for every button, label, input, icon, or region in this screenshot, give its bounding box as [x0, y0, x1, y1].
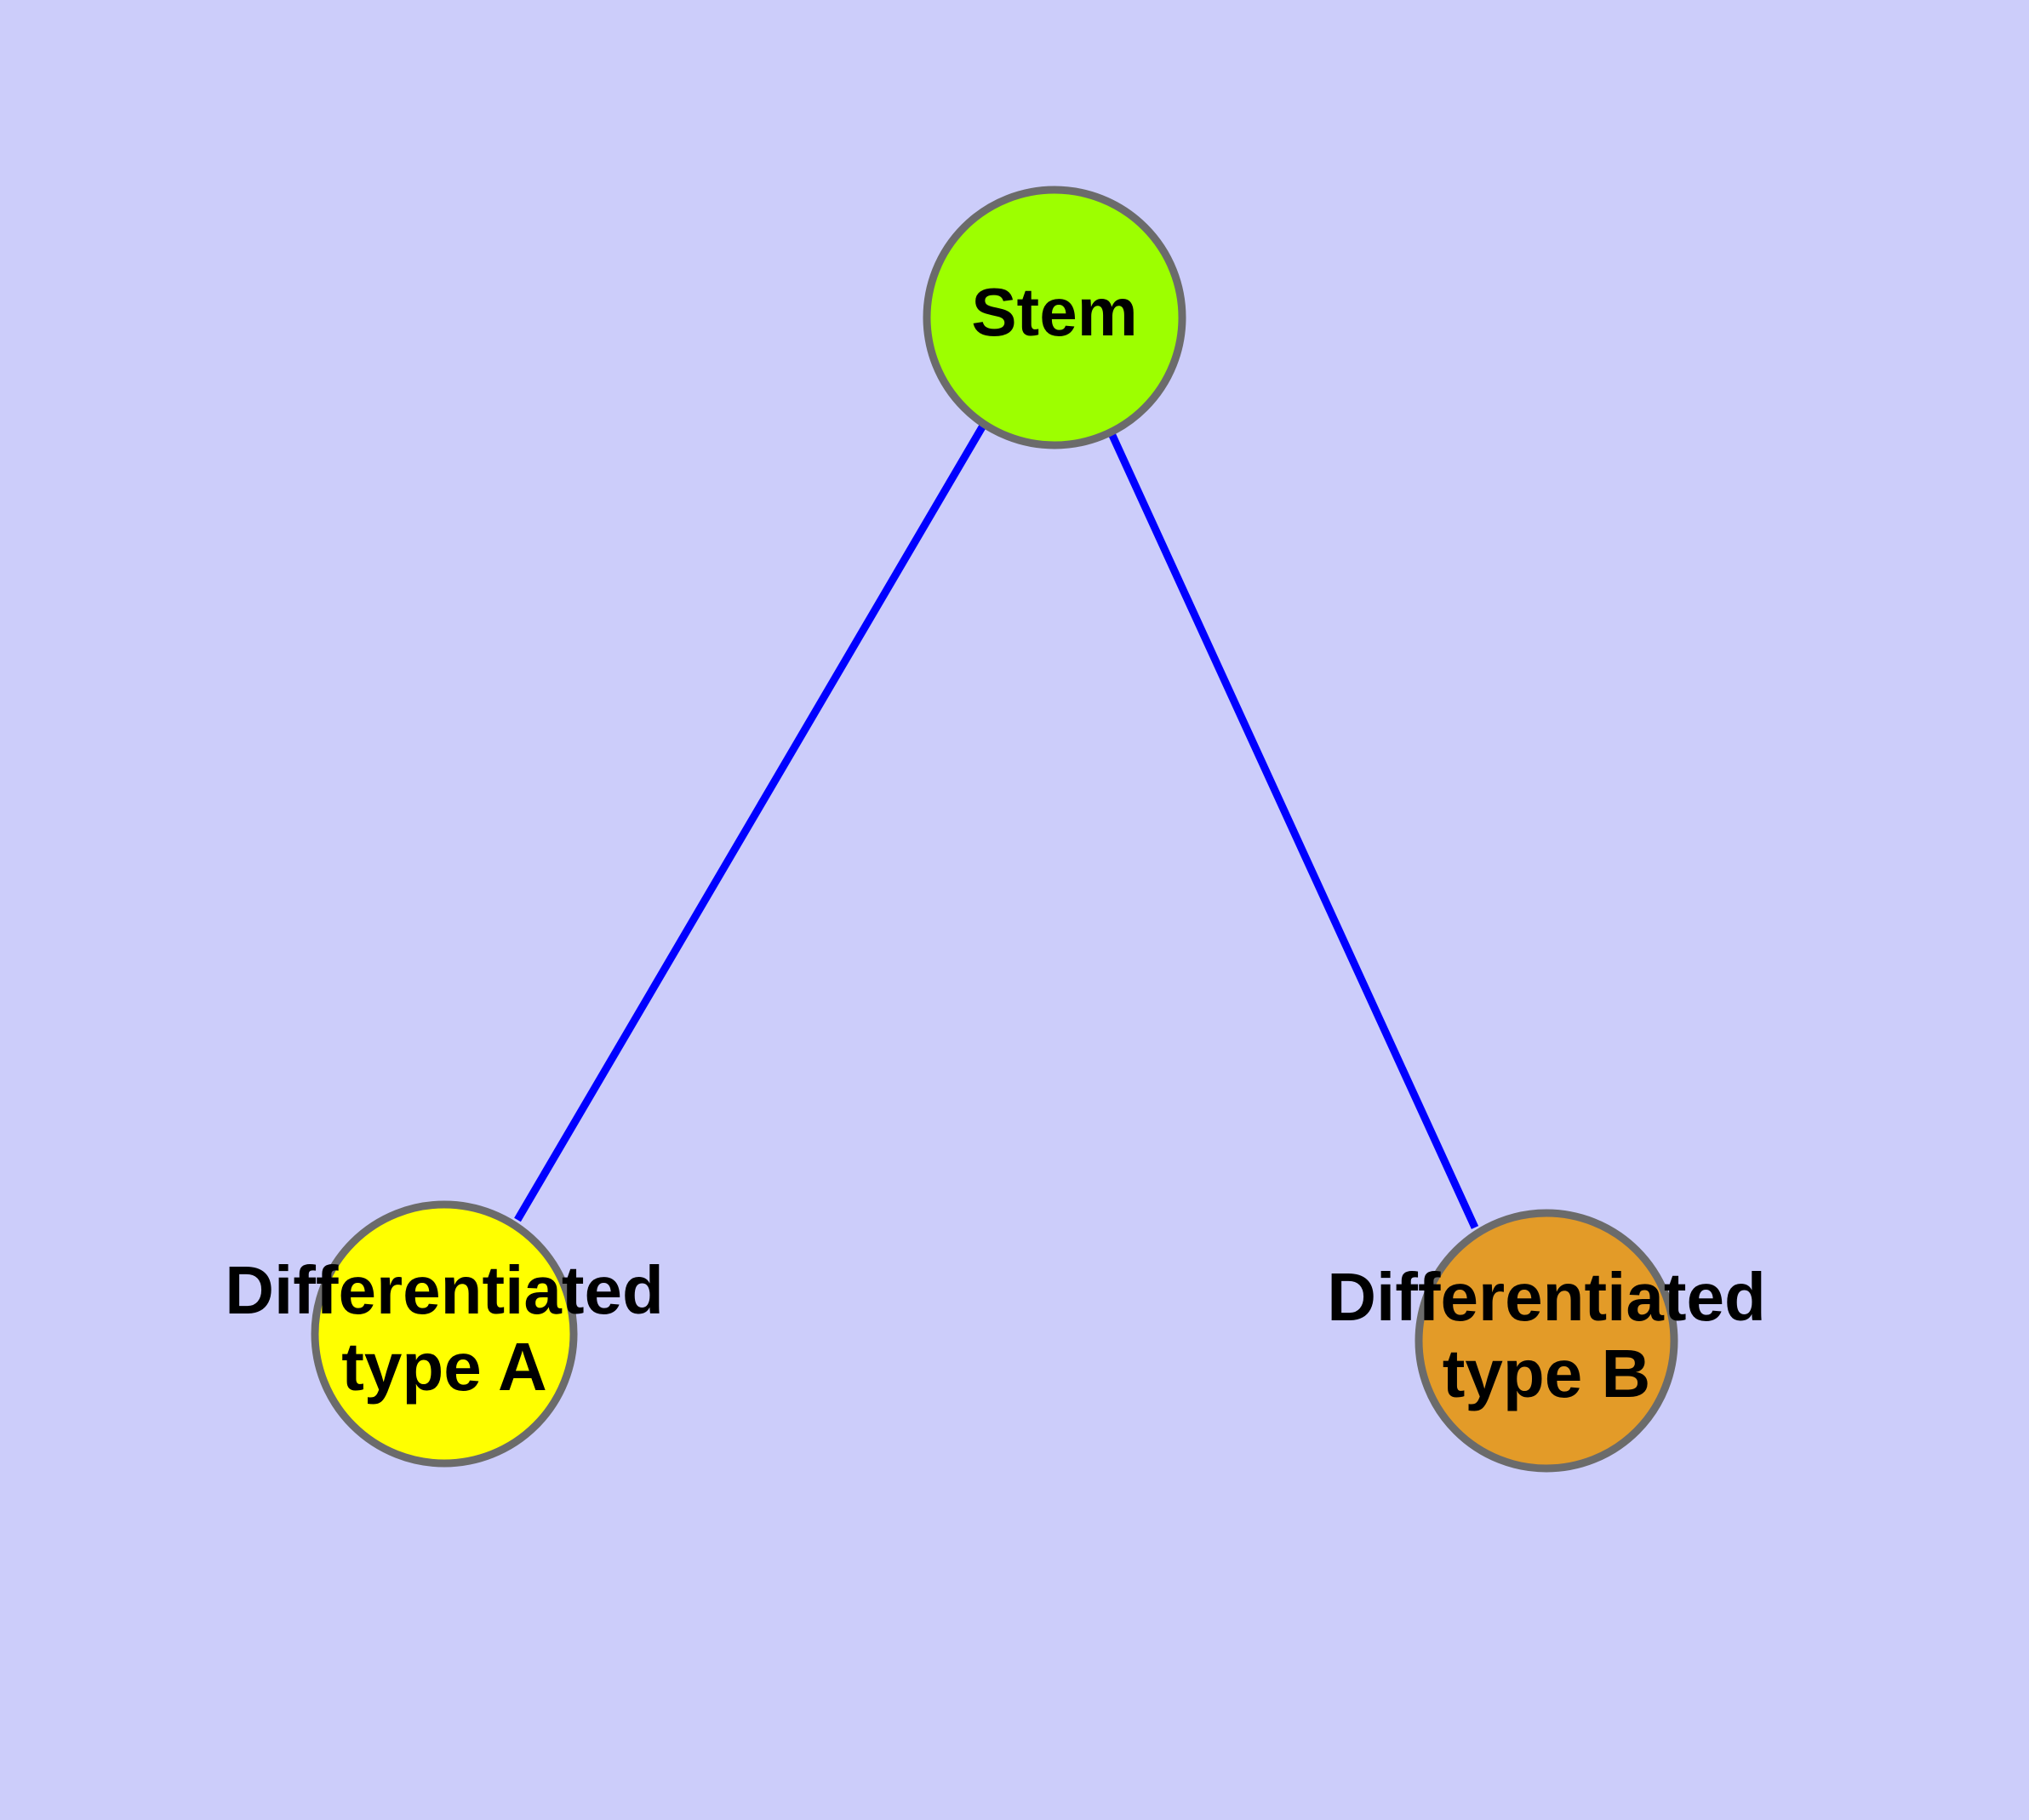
node-diff-b[interactable]: [1415, 1209, 1678, 1473]
node-label-line: type A: [341, 1329, 547, 1405]
node-label-line: Differentiated: [225, 1252, 664, 1328]
node-diff-a[interactable]: [311, 1200, 578, 1468]
node-label-line: Stem: [971, 274, 1138, 350]
edges-group: [514, 423, 1479, 1229]
edge-stem-to-a[interactable]: [514, 423, 986, 1222]
node-stem[interactable]: [923, 186, 1186, 449]
node-label-line: type B: [1443, 1336, 1651, 1411]
node-label-line: Differentiated: [1327, 1259, 1766, 1335]
edge-stem-to-b[interactable]: [1106, 430, 1479, 1229]
nodes-group: [311, 186, 1678, 1473]
node-label-stem: Stem: [971, 274, 1138, 350]
